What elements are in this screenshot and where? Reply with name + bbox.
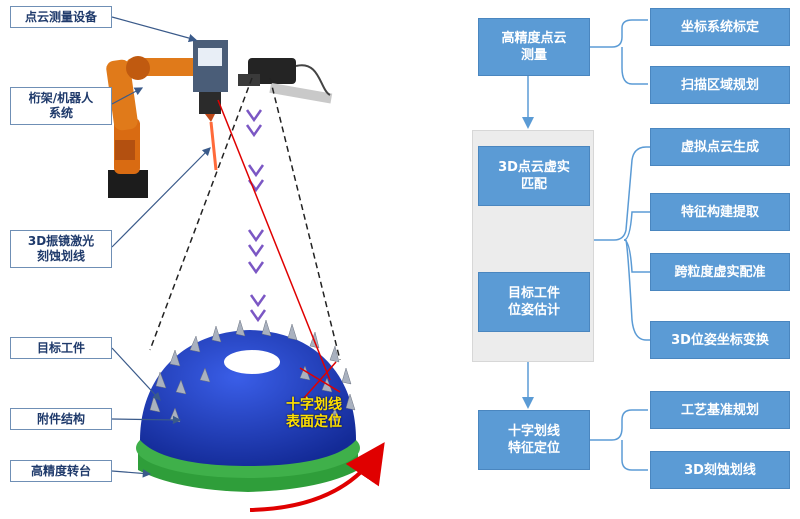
flow-box-match: 3D点云虚实 匹配 xyxy=(478,146,590,206)
rotation-arrow xyxy=(249,442,385,512)
leader-target-workpiece xyxy=(111,347,161,401)
label-laser-etching: 3D振镜激光 刻蚀划线 xyxy=(10,230,112,268)
label-gantry-robot: 桁架/机器人 系统 xyxy=(10,87,112,125)
label-turntable: 高精度转台 xyxy=(10,460,112,482)
leader-attachment-structure xyxy=(111,415,182,425)
label-target-workpiece: 目标工件 xyxy=(10,337,112,359)
scan-boundary-left xyxy=(149,77,253,351)
point-cloud-scanner xyxy=(238,58,333,104)
branch-cross-granularity: 跨粒度虚实配准 xyxy=(650,253,790,291)
laser-head xyxy=(193,40,228,171)
label-attachment-structure: 附件结构 xyxy=(10,408,112,430)
bracket-match xyxy=(594,146,650,341)
scan-chevrons xyxy=(245,109,267,323)
label-point-cloud-device: 点云测量设备 xyxy=(10,6,112,28)
cross-line-positioning-text: 十字划线 表面定位 xyxy=(286,397,342,430)
laser-beam xyxy=(217,99,331,381)
branch-virtual-cloud: 虚拟点云生成 xyxy=(650,128,790,166)
bracket-measure xyxy=(590,19,648,85)
branch-feature-extraction: 特征构建提取 xyxy=(650,193,790,231)
cross-mark xyxy=(299,361,341,399)
flow-box-measure: 高精度点云 测量 xyxy=(478,18,590,76)
flow-box-cross: 十字划线 特征定位 xyxy=(478,410,590,470)
leader-point-cloud-device xyxy=(111,16,198,43)
branch-3d-etching: 3D刻蚀划线 xyxy=(650,451,790,489)
branch-process-datum: 工艺基准规划 xyxy=(650,391,790,429)
robot-arm xyxy=(106,56,206,198)
scan-boundary-right xyxy=(269,77,341,361)
flow-box-pose: 目标工件 位姿估计 xyxy=(478,272,590,332)
branch-coordinate-calibration: 坐标系统标定 xyxy=(650,8,790,46)
branch-pose-transform: 3D位姿坐标变换 xyxy=(650,321,790,359)
leader-turntable xyxy=(111,469,152,478)
branch-scan-planning: 扫描区域规划 xyxy=(650,66,790,104)
dome-workpiece xyxy=(136,319,360,492)
leader-laser-etching xyxy=(111,147,211,248)
leader-gantry-robot xyxy=(111,87,144,105)
bracket-cross xyxy=(590,409,648,471)
